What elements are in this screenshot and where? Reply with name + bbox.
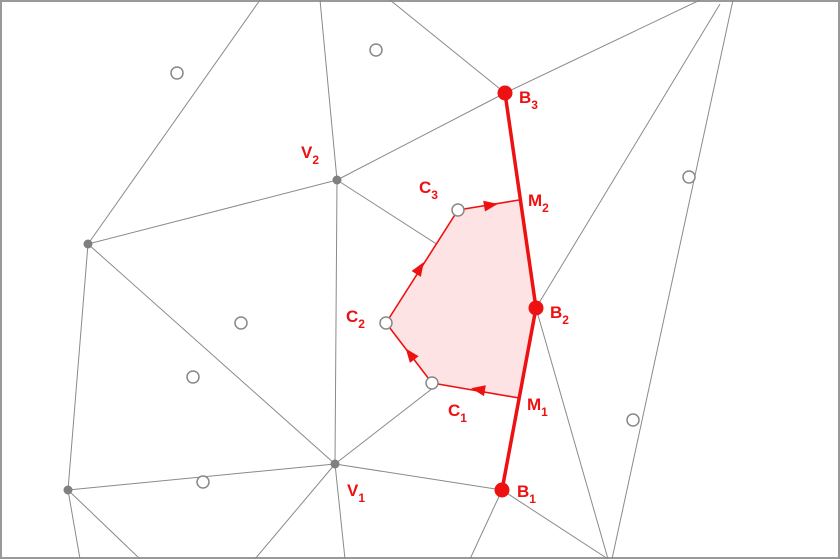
outer-centroids (170, 43, 696, 489)
mesh-edge (535, 3, 721, 309)
mesh-edge (67, 243, 89, 491)
centroid-c2-marker (379, 316, 393, 330)
label-b3: B3 (519, 88, 538, 112)
mesh-edge (535, 307, 609, 559)
point-labels: V1 V2 C1 C2 C3 B1 B2 B3 M1 M2 (301, 88, 569, 506)
mesh-edge (334, 463, 346, 559)
mesh-edge (67, 489, 81, 559)
mesh-edge (87, 243, 336, 465)
mesh-edge (87, 179, 338, 245)
boundary-segment (500, 307, 538, 491)
label-c3: C3 (419, 178, 438, 202)
cell-centroids (379, 203, 465, 390)
vertex-v1-marker (330, 459, 340, 469)
direction-arrow-icon (405, 348, 419, 363)
centroid-marker (170, 66, 184, 80)
label-m2: M2 (528, 191, 549, 215)
centroid-marker (682, 170, 696, 184)
centroid-marker (626, 413, 640, 427)
centroid-marker (196, 475, 210, 489)
mesh-edge (254, 463, 336, 559)
mesh-edge (504, 0, 701, 94)
vertex-marker (83, 239, 93, 249)
centroid-marker (186, 370, 200, 384)
mesh-edge (336, 92, 506, 181)
cell-arrows (405, 200, 498, 397)
vertex-v2-marker (332, 175, 342, 185)
mesh-edge (611, 0, 734, 559)
centroid-c1-marker (425, 376, 439, 390)
direction-arrow-icon (471, 385, 486, 397)
label-v1: V1 (347, 481, 365, 505)
triangle-mesh (67, 0, 734, 559)
label-b1: B1 (517, 482, 536, 506)
direction-arrow-icon (483, 200, 498, 212)
mesh-edge (319, 0, 338, 181)
vertex-marker (63, 485, 73, 495)
mesh-edge (469, 489, 503, 559)
dual-cell-area (386, 200, 536, 398)
mesh-edge (334, 463, 503, 491)
label-m1: M1 (527, 395, 548, 419)
boundary-nodes (494, 85, 544, 498)
label-b2: B2 (550, 303, 569, 327)
direction-arrow-icon (411, 262, 424, 277)
mesh-edge (501, 489, 609, 559)
mesh-edge (87, 0, 261, 245)
boundary-node-b3-marker (497, 85, 513, 101)
label-c1: C1 (448, 401, 467, 425)
boundary-edge (500, 92, 538, 491)
centroid-c3-marker (451, 203, 465, 217)
mesh-vertices (63, 175, 342, 495)
label-c2: C2 (346, 307, 365, 331)
centroid-marker (369, 43, 383, 57)
centroid-marker (234, 316, 248, 330)
mesh-edge (389, 0, 506, 94)
mesh-edge (67, 489, 141, 559)
label-v2: V2 (301, 143, 319, 167)
boundary-segment (503, 92, 538, 309)
dual-cell (385, 199, 536, 399)
mesh-edge (334, 179, 338, 465)
boundary-node-b2-marker (528, 300, 544, 316)
boundary-node-b1-marker (494, 482, 510, 498)
